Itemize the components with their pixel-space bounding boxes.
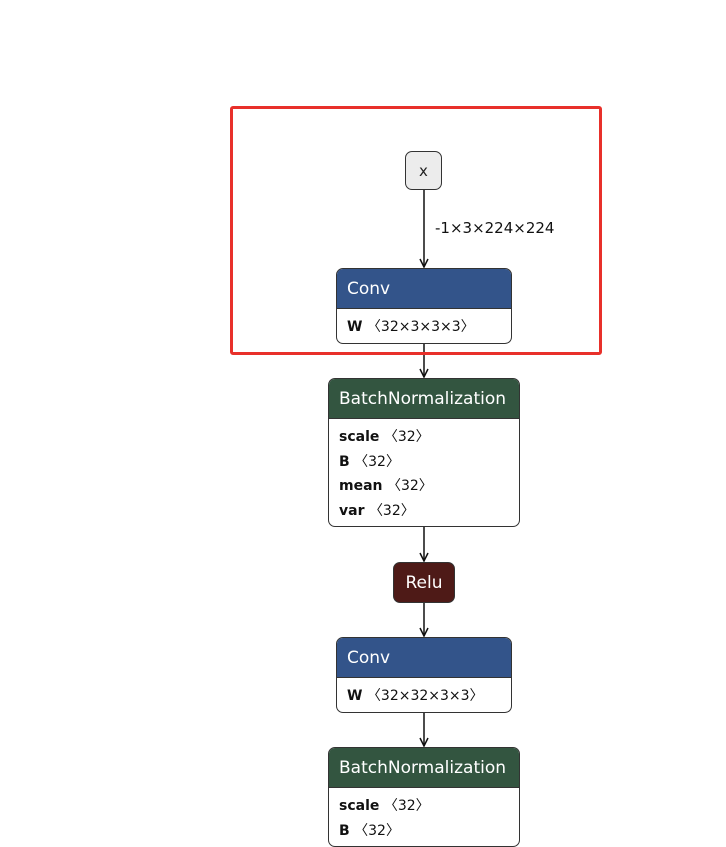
batchnorm-node-attributes: scale 〈32〉 B 〈32〉 mean 〈32〉 var 〈32〉 [329, 418, 519, 526]
batchnorm-node-attributes: scale 〈32〉 B 〈32〉 [329, 787, 519, 846]
attr-shape: 〈32〉 [383, 429, 430, 445]
relu-node-title: Relu [405, 572, 443, 593]
attr-name: W [347, 319, 363, 335]
batchnorm-node[interactable]: BatchNormalization scale 〈32〉 B 〈32〉 [328, 747, 520, 847]
conv-attr-w: W 〈32×3×3×3〉 [347, 315, 501, 340]
selection-highlight [230, 106, 602, 355]
attr-shape: 〈32〉 [386, 478, 433, 494]
conv-attr-w: W 〈32×32×3×3〉 [347, 684, 501, 709]
batchnorm-attr-var: var 〈32〉 [339, 499, 509, 524]
attr-shape: 〈32〉 [383, 798, 430, 814]
batchnorm-attr-scale: scale 〈32〉 [339, 794, 509, 819]
attr-shape: 〈32×3×3×3〉 [366, 319, 475, 335]
conv-node-title: Conv [337, 269, 511, 308]
batchnorm-attr-mean: mean 〈32〉 [339, 474, 509, 499]
batchnorm-node-title: BatchNormalization [329, 748, 519, 787]
attr-name: scale [339, 798, 380, 814]
conv-node[interactable]: Conv W 〈32×3×3×3〉 [336, 268, 512, 344]
conv-node-attributes: W 〈32×32×3×3〉 [337, 677, 511, 712]
relu-node[interactable]: Relu [393, 562, 455, 603]
attr-shape: 〈32×32×3×3〉 [366, 688, 484, 704]
batchnorm-attr-b: B 〈32〉 [339, 819, 509, 844]
attr-name: mean [339, 478, 383, 494]
attr-name: B [339, 453, 350, 470]
attr-shape: 〈32〉 [354, 453, 400, 470]
input-node-label: x [419, 161, 428, 180]
edge-shape-label: -1×3×224×224 [435, 219, 555, 237]
input-node-x[interactable]: x [405, 151, 442, 190]
attr-name: scale [339, 429, 380, 445]
batchnorm-attr-b: B 〈32〉 [339, 450, 509, 475]
conv-node-attributes: W 〈32×3×3×3〉 [337, 308, 511, 343]
conv-node-title: Conv [337, 638, 511, 677]
attr-shape: 〈32〉 [368, 502, 415, 519]
graph-edges [0, 190, 726, 825]
batchnorm-node[interactable]: BatchNormalization scale 〈32〉 B 〈32〉 mea… [328, 378, 520, 527]
attr-name: var [339, 502, 365, 519]
batchnorm-attr-scale: scale 〈32〉 [339, 425, 509, 450]
attr-name: W [347, 688, 363, 704]
batchnorm-node-title: BatchNormalization [329, 379, 519, 418]
conv-node[interactable]: Conv W 〈32×32×3×3〉 [336, 637, 512, 713]
